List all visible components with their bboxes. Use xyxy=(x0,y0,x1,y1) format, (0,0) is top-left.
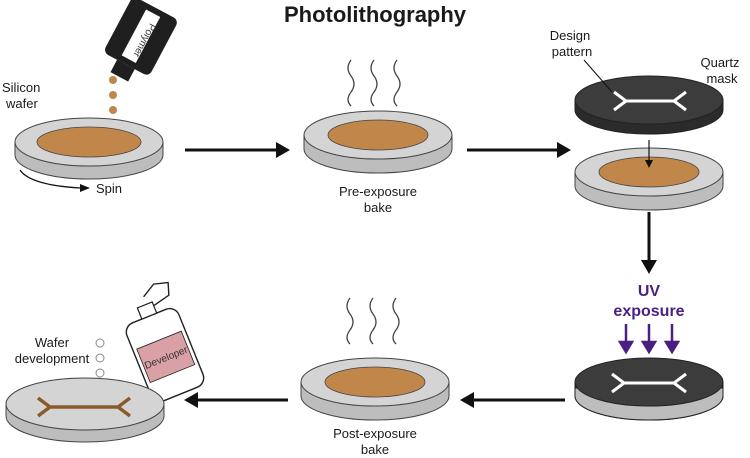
flow-arrowhead xyxy=(460,392,474,408)
spin-arrowhead xyxy=(80,184,90,192)
wafer-step5 xyxy=(300,357,450,421)
flow-arrowhead xyxy=(276,142,290,158)
developed-pattern-shape xyxy=(36,396,132,418)
polymer-bottle-neck xyxy=(110,59,135,82)
silicon-wafer-label: Silicon xyxy=(2,80,40,95)
wafer-step3 xyxy=(574,147,724,211)
alignment-arrowhead xyxy=(645,160,653,168)
design-pattern-label: pattern xyxy=(552,44,592,59)
wafer-development-label: development xyxy=(15,351,90,366)
developer-drop xyxy=(95,353,105,363)
pre-exposure-label: bake xyxy=(364,200,392,215)
post-exposure-label: Post-exposure xyxy=(333,426,417,441)
wafer-step2 xyxy=(303,110,453,174)
wafer-development-label: Wafer xyxy=(35,335,70,350)
developer-drop xyxy=(95,368,105,378)
heat-waves-pre xyxy=(347,59,401,107)
quartz-mask xyxy=(574,75,724,135)
diagram-title: Photolithography xyxy=(284,2,467,27)
flow-arrowhead xyxy=(641,260,657,274)
flow-arrowhead xyxy=(557,142,571,158)
design-pattern-shape xyxy=(613,90,687,112)
developer-nozzle xyxy=(143,281,170,307)
wafer-step4 xyxy=(574,357,724,421)
polymer-drop xyxy=(109,76,117,84)
wafer-step6 xyxy=(5,377,165,443)
polymer-drop xyxy=(109,106,117,114)
post-exposure-label: bake xyxy=(361,442,389,457)
developer-bottle: Developer xyxy=(125,281,205,403)
polymer-bottle: Polymer xyxy=(105,0,177,82)
polymer-layer xyxy=(36,126,142,158)
developer-drop xyxy=(95,338,105,348)
silicon-wafer-label: wafer xyxy=(5,96,38,111)
heat-waves-post xyxy=(346,297,400,345)
uv-label: UV xyxy=(638,283,661,300)
flow-arrowhead xyxy=(184,392,198,408)
quartz-mask-label: mask xyxy=(706,71,738,86)
spin-arrow xyxy=(19,169,81,189)
uv-label: exposure xyxy=(613,303,684,320)
pre-exposure-label: Pre-exposure xyxy=(339,184,417,199)
exposed-pattern-shape xyxy=(611,372,687,394)
design-pattern-label: Design xyxy=(550,28,590,43)
uv-rays xyxy=(617,324,681,355)
wafer-step1 xyxy=(14,117,164,180)
spin-label: Spin xyxy=(96,181,122,196)
polymer-drop xyxy=(109,91,117,99)
quartz-mask-label: Quartz xyxy=(700,55,739,70)
developer-bottle-label xyxy=(136,330,196,384)
design-pattern-pointer xyxy=(583,59,613,93)
polymer-bottle-label-band xyxy=(121,9,161,63)
